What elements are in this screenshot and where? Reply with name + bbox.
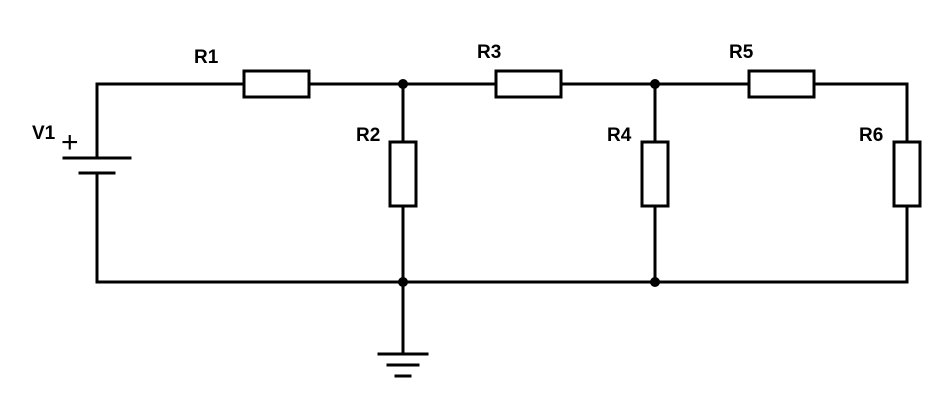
label-r1: R1	[194, 47, 219, 68]
label-r3: R3	[477, 42, 501, 63]
label-v1: V1	[32, 123, 56, 144]
label-r2: R2	[356, 125, 380, 146]
label-r4: R4	[607, 125, 632, 146]
resistor-r6	[892, 140, 922, 208]
junction-top-r2	[398, 79, 408, 89]
junction-top-r4	[650, 79, 660, 89]
label-r6: R6	[859, 125, 883, 146]
label-v1-polarity: +	[61, 126, 79, 159]
battery-v1	[62, 156, 132, 175]
resistor-r4	[640, 140, 670, 208]
label-r5: R5	[729, 42, 754, 63]
junction-bottom-r2	[398, 277, 408, 287]
resistor-r1	[242, 69, 311, 99]
ground-symbol	[377, 352, 429, 378]
resistor-r2	[388, 140, 418, 208]
junction-bottom-r4	[650, 277, 660, 287]
resistor-r5	[747, 69, 816, 99]
resistor-r3	[494, 69, 563, 99]
